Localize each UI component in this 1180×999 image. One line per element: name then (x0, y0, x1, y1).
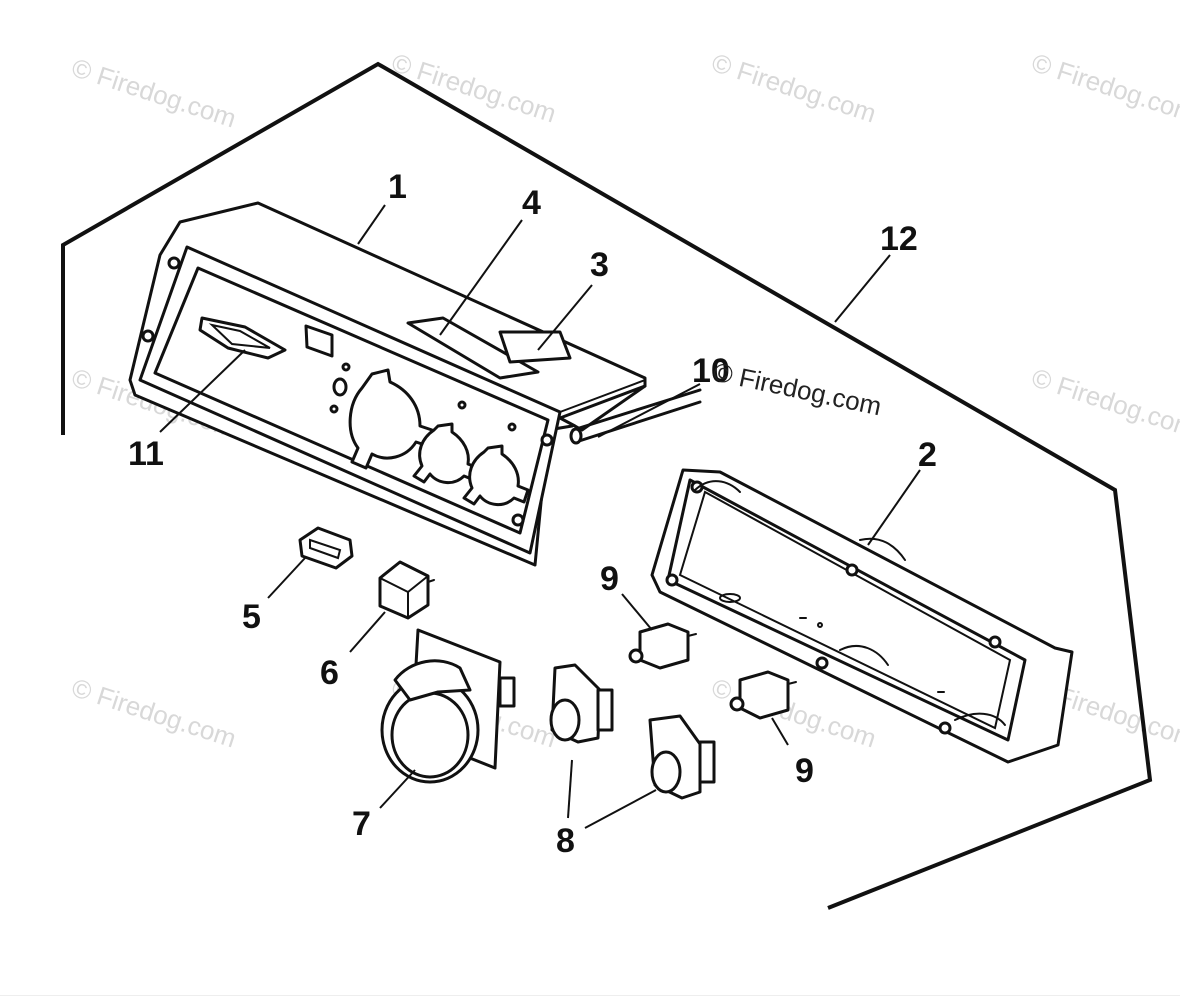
callout-4: 4 (522, 184, 541, 222)
duplex-outlet-lower (648, 714, 716, 800)
callout-labels: 1 2 3 4 5 6 7 8 9 9 10 11 12 (128, 168, 937, 860)
callout-3: 3 (590, 246, 609, 284)
bottom-divider (0, 995, 1180, 996)
callout-11: 11 (128, 435, 164, 473)
callout-2: 2 (918, 436, 937, 474)
callout-9-lower: 9 (795, 752, 814, 790)
rocker-switch (298, 526, 354, 570)
watermark: © Firedog.com (1028, 47, 1180, 128)
callout-12: 12 (880, 220, 918, 258)
duplex-outlet-upper (549, 663, 614, 744)
decal-3 (498, 330, 572, 364)
watermark: © Firedog.com (68, 672, 240, 753)
relay-box (378, 560, 435, 620)
callout-9-upper: 9 (600, 560, 619, 598)
callout-5: 5 (242, 598, 261, 636)
rear-housing (650, 468, 1074, 764)
watermark: © Firedog.com (708, 47, 880, 128)
callout-7: 7 (352, 805, 371, 843)
callout-10: 10 (692, 352, 730, 390)
twist-lock-receptacle (380, 628, 516, 784)
callout-8: 8 (556, 822, 575, 860)
control-panel (128, 201, 647, 567)
callout-1: 1 (388, 168, 407, 206)
circuit-breaker-lower (729, 670, 797, 720)
kit-outline-frame (61, 61, 1153, 910)
leader-lines (159, 204, 921, 829)
watermark: © Firedog.com (388, 47, 560, 128)
watermark-prominent: © Firedog.com (711, 357, 884, 422)
circuit-breaker-upper (628, 622, 697, 670)
watermark: © Firedog.com (68, 52, 240, 133)
callout-6: 6 (320, 654, 339, 692)
watermark: © Firedog.com (1028, 362, 1180, 443)
ground-rod (569, 388, 702, 445)
